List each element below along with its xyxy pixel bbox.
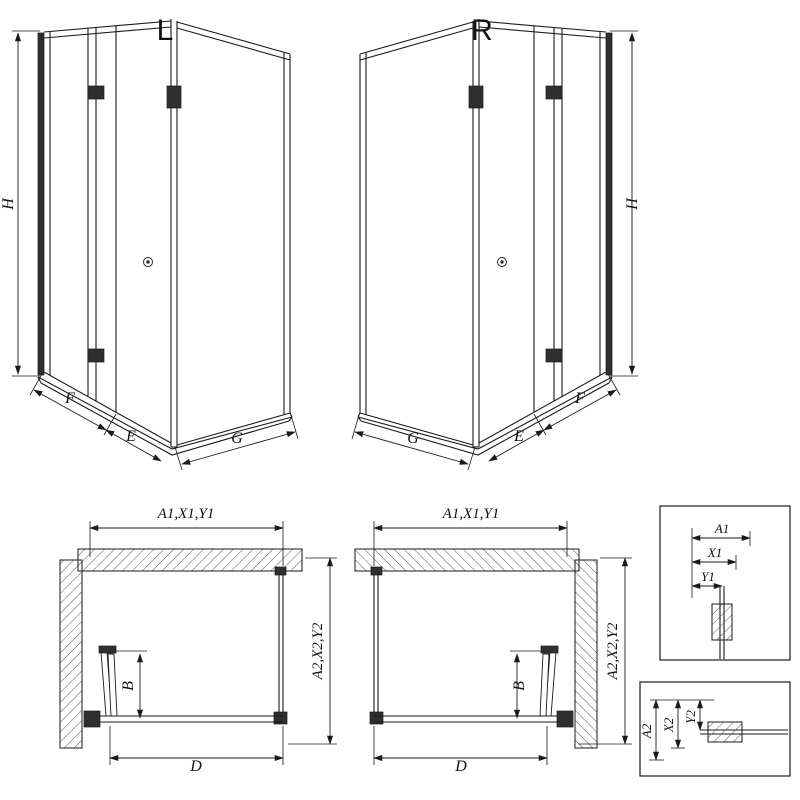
- plan-view-left: A1,X1,Y1 A2,X2,Y2 B D: [60, 506, 337, 775]
- view-title-right: R: [471, 14, 493, 47]
- view-3d-right: R H F E G: [352, 14, 641, 470]
- detail-box-a1: A1 X1 Y1: [659, 505, 791, 661]
- dim-label-e-left: E: [125, 428, 136, 445]
- enclosure-3d-left: [12, 19, 298, 470]
- plan-left-geometry: [60, 521, 302, 765]
- dim-label-x1-detail: X1: [707, 545, 722, 560]
- view-3d-left: L H F E G: [0, 14, 298, 470]
- view-title-left: L: [157, 14, 174, 47]
- detail-box-a2: A2 X2 Y2: [639, 681, 791, 777]
- dim-label-a2-left-plan: A2,X2,Y2: [310, 622, 326, 680]
- detail-a1-profile-section: [711, 586, 733, 659]
- dim-label-x2-detail: X2: [661, 717, 676, 733]
- dim-label-a2-detail: A2: [639, 723, 654, 739]
- dim-label-d-right-plan: D: [454, 758, 467, 775]
- dim-label-y1-detail: Y1: [701, 569, 715, 584]
- detail-box-a2-frame: [639, 681, 791, 777]
- dim-label-e-right: E: [513, 428, 524, 445]
- dim-label-h-left: H: [0, 197, 17, 211]
- plan-right-a2-dimension: [578, 557, 632, 745]
- dim-label-g-left: G: [231, 430, 243, 447]
- plan-view-right: A1,X1,Y1 A2,X2,Y2 B D: [355, 506, 632, 775]
- detail-a2-profile-section: [700, 721, 788, 743]
- dim-label-h-right: H: [624, 197, 641, 211]
- dim-label-a1-detail: A1: [714, 521, 729, 536]
- enclosure-3d-right: [352, 19, 638, 470]
- dim-label-a2-right-plan: A2,X2,Y2: [605, 622, 621, 680]
- dim-label-b-left-plan: B: [120, 681, 137, 691]
- plan-right-geometry: [355, 521, 597, 765]
- dim-label-d-left-plan: D: [189, 758, 202, 775]
- dim-label-a1-right-plan: A1,X1,Y1: [442, 506, 500, 522]
- dim-label-y2-detail: Y2: [683, 710, 698, 724]
- dim-label-g-right: G: [407, 430, 419, 447]
- plan-left-a2-dimension: [288, 557, 337, 745]
- dim-label-f-left: F: [64, 390, 75, 407]
- dim-label-b-right-plan: B: [511, 681, 528, 691]
- detail-box-a1-frame: [659, 505, 791, 661]
- dim-label-a1-left-plan: A1,X1,Y1: [157, 506, 215, 522]
- dim-label-f-right: F: [574, 390, 585, 407]
